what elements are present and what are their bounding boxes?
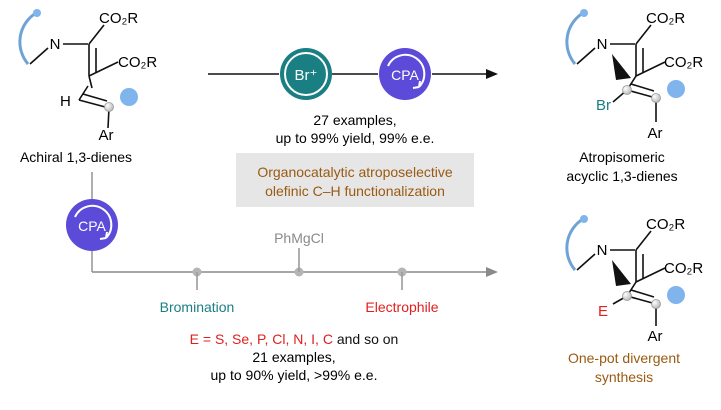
scope-prefix: E = — [190, 331, 211, 347]
ester-label-top: CO₂R — [646, 10, 685, 27]
ester-label-right: CO₂R — [664, 54, 703, 71]
ester-label-top: CO₂R — [99, 10, 138, 27]
left-caption: Achiral 1,3-dienes — [20, 149, 132, 165]
bromine-reagent-badge: Br⁺ — [280, 48, 332, 100]
bottom-reaction-path: CPA PhMgCl Bromination Electrophile E = … — [66, 172, 498, 383]
top-right-caption-line1: Atropisomeric — [579, 149, 665, 165]
ester-label-right: CO₂R — [118, 54, 157, 71]
step-bromination-label: Bromination — [160, 299, 235, 315]
center-box-line2: olefinic C–H functionalization — [265, 183, 445, 199]
ester-label-right: CO₂R — [664, 260, 703, 277]
top-right-caption-line2: acyclic 1,3-dienes — [566, 168, 677, 184]
wedge-bond — [612, 54, 631, 80]
cpa-catalyst-badge-bottom: CPA — [66, 199, 118, 251]
axis-atom — [622, 85, 632, 95]
bottom-stats-line1: 21 examples, — [252, 349, 335, 365]
step-phmgcl-label: PhMgCl — [274, 230, 324, 246]
bottom-right-molecule: N CO₂R CO₂R E Ar One-pot divergent synth… — [565, 215, 703, 385]
scope-line: E = S, Se, P, Cl, N, I, C and so on — [190, 331, 399, 347]
top-reaction-path: Br⁺ CPA 27 examples, up to 99% yield, 99… — [208, 48, 498, 146]
bottom-right-caption-line1: One-pot divergent — [568, 350, 680, 366]
scope-list: S, Se, P, Cl, N, I, C — [215, 331, 333, 347]
aryl-label: Ar — [648, 328, 663, 345]
center-box-line1: Organocatalytic atroposelective — [257, 164, 453, 180]
aryl-label: Ar — [99, 127, 114, 144]
scope-suffix: and so on — [337, 331, 399, 347]
bromine-label: Br — [596, 97, 611, 114]
bromine-reagent-label: Br⁺ — [295, 67, 318, 84]
step-electrophile-label: Electrophile — [365, 299, 438, 315]
cpa-catalyst-badge-top: CPA — [379, 48, 431, 100]
axis-atom — [651, 299, 661, 309]
bottom-right-caption-line2: synthesis — [595, 369, 653, 385]
cpa-label-top: CPA — [391, 67, 419, 83]
substituent-ball — [667, 286, 685, 304]
nitrogen-label: N — [597, 36, 608, 53]
wedge-bond — [612, 260, 631, 286]
hydrogen-label: H — [60, 93, 71, 110]
ring-end-dot — [33, 9, 41, 17]
electrophile-e-label: E — [598, 303, 608, 320]
axis-atom — [651, 93, 661, 103]
aryl-label: Ar — [648, 125, 663, 142]
top-stats-line2: up to 99% yield, 99% e.e. — [276, 130, 435, 146]
nitrogen-label: N — [597, 242, 608, 259]
top-right-molecule: N CO₂R CO₂R Br Ar Atropisomeric acyclic … — [565, 9, 703, 184]
cpa-label-bottom: CPA — [78, 218, 106, 234]
axis-atom — [622, 291, 632, 301]
substituent-ball — [120, 88, 138, 106]
center-highlight-box: Organocatalytic atroposelective olefinic… — [236, 153, 474, 207]
left-molecule: N CO₂R CO₂R H Ar Achiral 1,3-dienes — [18, 9, 157, 165]
ester-label-top: CO₂R — [646, 216, 685, 233]
ring-arc — [18, 11, 37, 65]
substituent-ball — [667, 80, 685, 98]
top-stats-line1: 27 examples, — [313, 112, 396, 128]
nitrogen-label: N — [50, 36, 61, 53]
bottom-stats-line2: up to 90% yield, >99% e.e. — [211, 367, 378, 383]
axis-atom — [104, 102, 114, 112]
